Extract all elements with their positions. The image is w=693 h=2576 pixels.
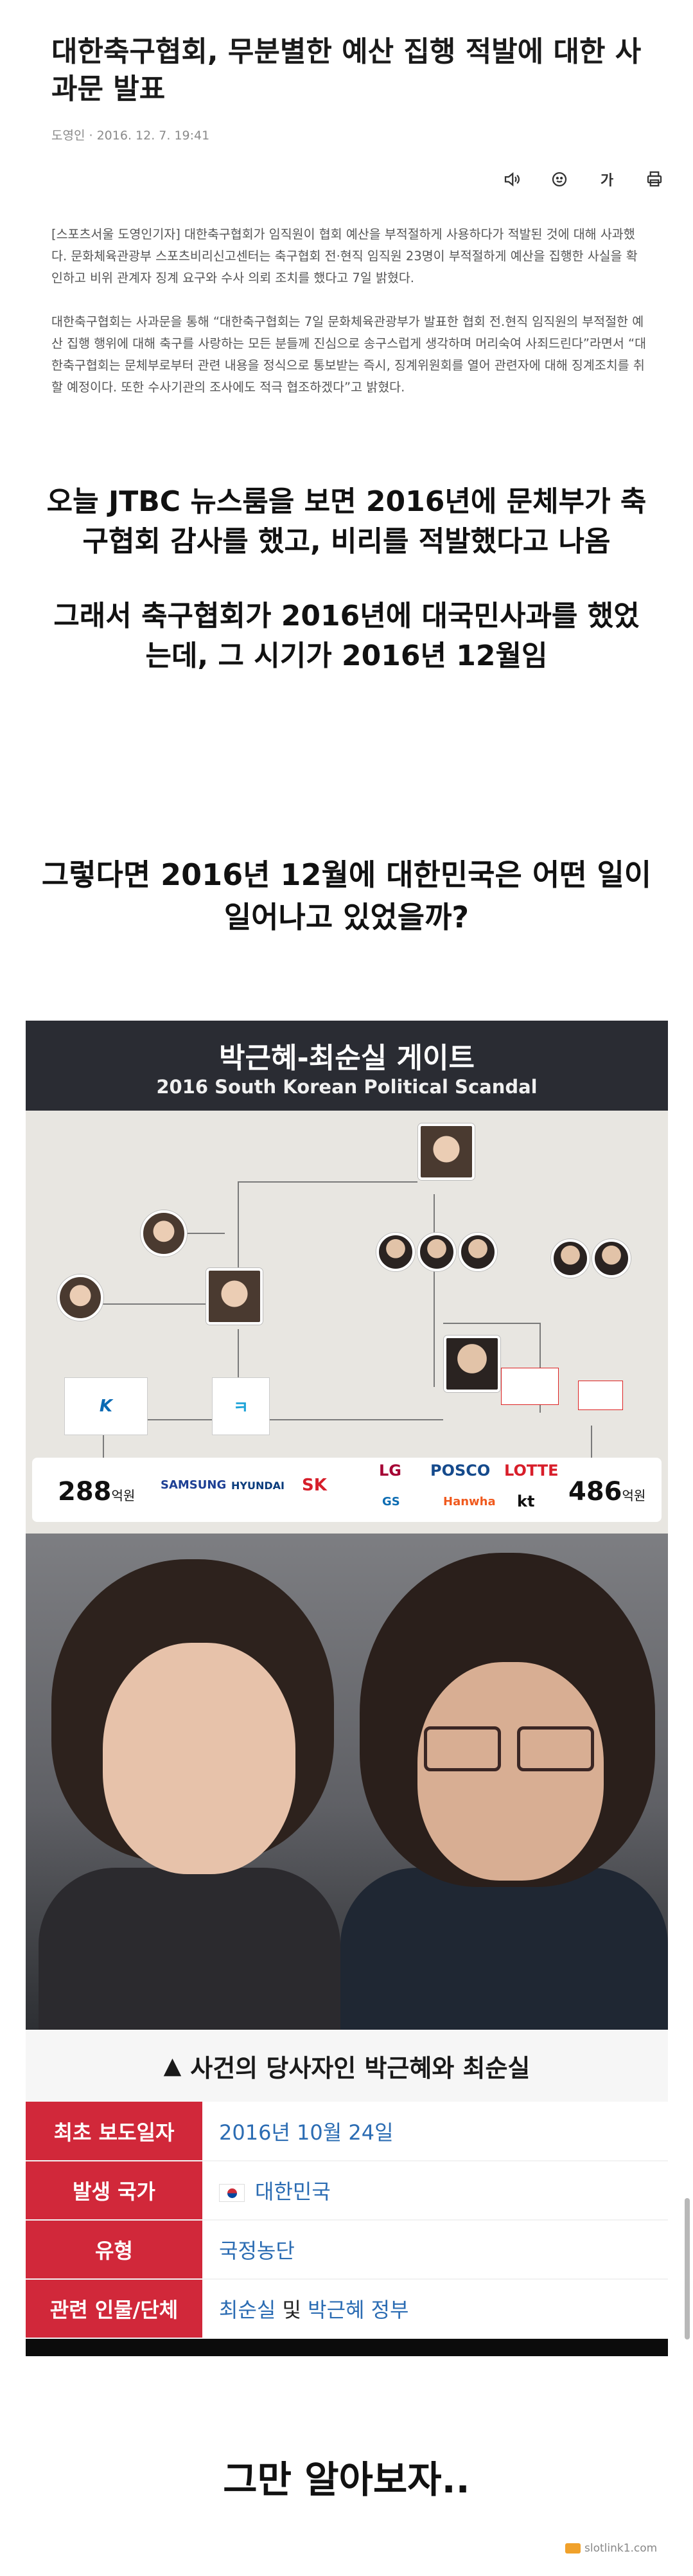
diagram-edge — [238, 1181, 417, 1183]
corp-hanwha: Hanwha — [443, 1495, 496, 1508]
print-icon — [647, 171, 662, 187]
diagram-edge — [238, 1181, 239, 1278]
font-size-button[interactable]: 가 — [596, 168, 618, 190]
table-key: 발생 국가 — [26, 2161, 202, 2221]
commentary-text: 오늘 JTBC 뉴스룸을 보면 2016년에 문체부가 축구협회 감사를 했고,… — [46, 485, 647, 558]
diagram-edge — [103, 1303, 231, 1305]
diagram-edge — [103, 1426, 104, 1458]
table-value-link[interactable]: 최순실 — [219, 2298, 276, 2322]
corp-sk: SK — [302, 1476, 327, 1495]
person-photo — [444, 1336, 500, 1392]
watermark: slotlink1.com — [565, 2542, 657, 2555]
person-photo — [459, 1233, 497, 1271]
article-date: 2016. 12. 7. 19:41 — [96, 129, 210, 143]
table-conjunction: 및 — [282, 2298, 301, 2322]
corp-gs: GS — [382, 1495, 400, 1508]
scandal-diagram: K ㅋ 288억원 SAMSUNG HYUNDAI SK LG POSCO LO… — [26, 1111, 668, 1534]
article-paragraph: [스포츠서울 도영인기자] 대한축구협회가 임직원이 협회 예산을 부적절하게 … — [51, 227, 638, 285]
node-officials — [546, 1239, 636, 1278]
korea-flag-icon — [219, 2184, 245, 2202]
glasses — [517, 1726, 594, 1771]
commentary-text: 그래서 축구협회가 2016년에 대국민사과를 했었는데, 그 시기가 2016… — [53, 600, 640, 672]
table-value-link[interactable]: 박근혜 정부 — [308, 2298, 409, 2322]
person-photo — [417, 1233, 456, 1271]
speaker-icon — [504, 172, 520, 187]
diagram-tag — [578, 1381, 623, 1410]
glasses — [424, 1726, 501, 1771]
diagram-edge — [141, 1419, 443, 1420]
watermark-text: slotlink1.com — [584, 2542, 658, 2555]
diagram-edge — [591, 1426, 592, 1458]
person-photo — [418, 1123, 475, 1180]
diagram-edge — [443, 1323, 539, 1324]
table-key: 유형 — [26, 2220, 202, 2280]
corp-kt: kt — [517, 1492, 535, 1510]
triangle-icon: ▲ — [163, 2052, 182, 2079]
donor-corporations: 288억원 SAMSUNG HYUNDAI SK LG POSCO LOTTE … — [32, 1458, 662, 1522]
table-row: 관련 인물/단체 최순실 및 박근혜 정부 — [26, 2279, 668, 2339]
person-photo — [592, 1239, 631, 1278]
figure-caption: ▲ 사건의 당사자인 박근혜와 최순실 — [26, 2030, 668, 2102]
info-table: 최초 보도일자 2016년 10월 24일 발생 국가 대한민국 유형 국정농단… — [26, 2102, 668, 2339]
person-photo — [551, 1239, 590, 1278]
person-photo — [141, 1210, 187, 1257]
corp-lg: LG — [379, 1462, 401, 1480]
table-value-link[interactable]: 대한민국 — [255, 2179, 331, 2204]
article-paragraph: 대한축구협회는 사과문을 통해 “대한축구협회는 7일 문화체육관광부가 발표한… — [51, 314, 647, 395]
article-meta: 도영인 · 2016. 12. 7. 19:41 — [51, 129, 210, 143]
article-toolbar: 가 — [501, 168, 665, 190]
left-amount: 288억원 — [58, 1477, 136, 1507]
corp-posco: POSCO — [430, 1462, 491, 1480]
diagram-edge — [238, 1329, 239, 1419]
figure-banner: 박근혜-최순실 게이트 2016 South Korean Political … — [26, 1021, 668, 1111]
figure-title-en: 2016 South Korean Political Scandal — [156, 1076, 538, 1098]
print-button[interactable] — [644, 168, 665, 190]
right-amount: 486억원 — [568, 1477, 646, 1507]
diagram-edge — [180, 1233, 225, 1234]
table-row: 최초 보도일자 2016년 10월 24일 — [26, 2102, 668, 2161]
person-photo — [57, 1275, 103, 1321]
table-value-link[interactable]: 국정농단 — [202, 2220, 668, 2280]
article-body: [스포츠서울 도영인기자] 대한축구협회가 임직원이 협회 예산을 부적절하게 … — [51, 224, 649, 420]
k-sports-logo: K — [64, 1377, 148, 1435]
article-title: 대한축구협회, 무분별한 예산 집행 적발에 대한 사과문 발표 — [51, 35, 642, 105]
font-size-label: 가 — [600, 173, 614, 189]
closing-text: 그만 알아보자.. — [223, 2458, 470, 2501]
table-value: 최순실 및 박근혜 정부 — [202, 2279, 668, 2339]
node-daughter — [135, 1210, 193, 1257]
commentary-question: 그렇다면 2016년 12월에 대한민국은 어떤 일이 일어나고 있었을까? — [41, 857, 652, 935]
table-row: 발생 국가 대한민국 — [26, 2161, 668, 2221]
node-cha — [437, 1336, 507, 1392]
node-choi — [199, 1268, 270, 1325]
reaction-button[interactable] — [548, 168, 570, 190]
table-row: 유형 국정농단 — [26, 2220, 668, 2280]
node-aides — [373, 1233, 501, 1271]
node-president — [411, 1123, 482, 1180]
node-sister — [51, 1275, 109, 1321]
table-key: 관련 인물/단체 — [26, 2279, 202, 2339]
person-photo — [376, 1233, 415, 1271]
diagram-tag — [501, 1368, 559, 1405]
site-logo-icon — [565, 2543, 581, 2554]
diagram-edge — [434, 1194, 435, 1387]
table-value-link[interactable]: 2016년 10월 24일 — [202, 2102, 668, 2161]
article-author: 도영인 — [51, 129, 85, 143]
emoji-icon — [552, 172, 567, 187]
corp-samsung: SAMSUNG — [161, 1478, 227, 1492]
table-key: 최초 보도일자 — [26, 2102, 202, 2161]
mir-foundation-logo: ㅋ — [212, 1377, 270, 1435]
scandal-figure: 박근혜-최순실 게이트 2016 South Korean Political … — [26, 1021, 668, 2356]
figure-caption-text: 사건의 당사자인 박근혜와 최순실 — [190, 2053, 531, 2082]
listen-button[interactable] — [501, 168, 523, 190]
figure-title-ko: 박근혜-최순실 게이트 — [219, 1042, 475, 1075]
table-value: 대한민국 — [202, 2161, 668, 2221]
page-scrollbar[interactable] — [685, 2198, 690, 2339]
corp-hyundai: HYUNDAI — [231, 1480, 285, 1492]
corp-lotte: LOTTE — [504, 1462, 559, 1480]
figure-photo — [26, 1534, 668, 2030]
person-photo — [206, 1268, 263, 1325]
